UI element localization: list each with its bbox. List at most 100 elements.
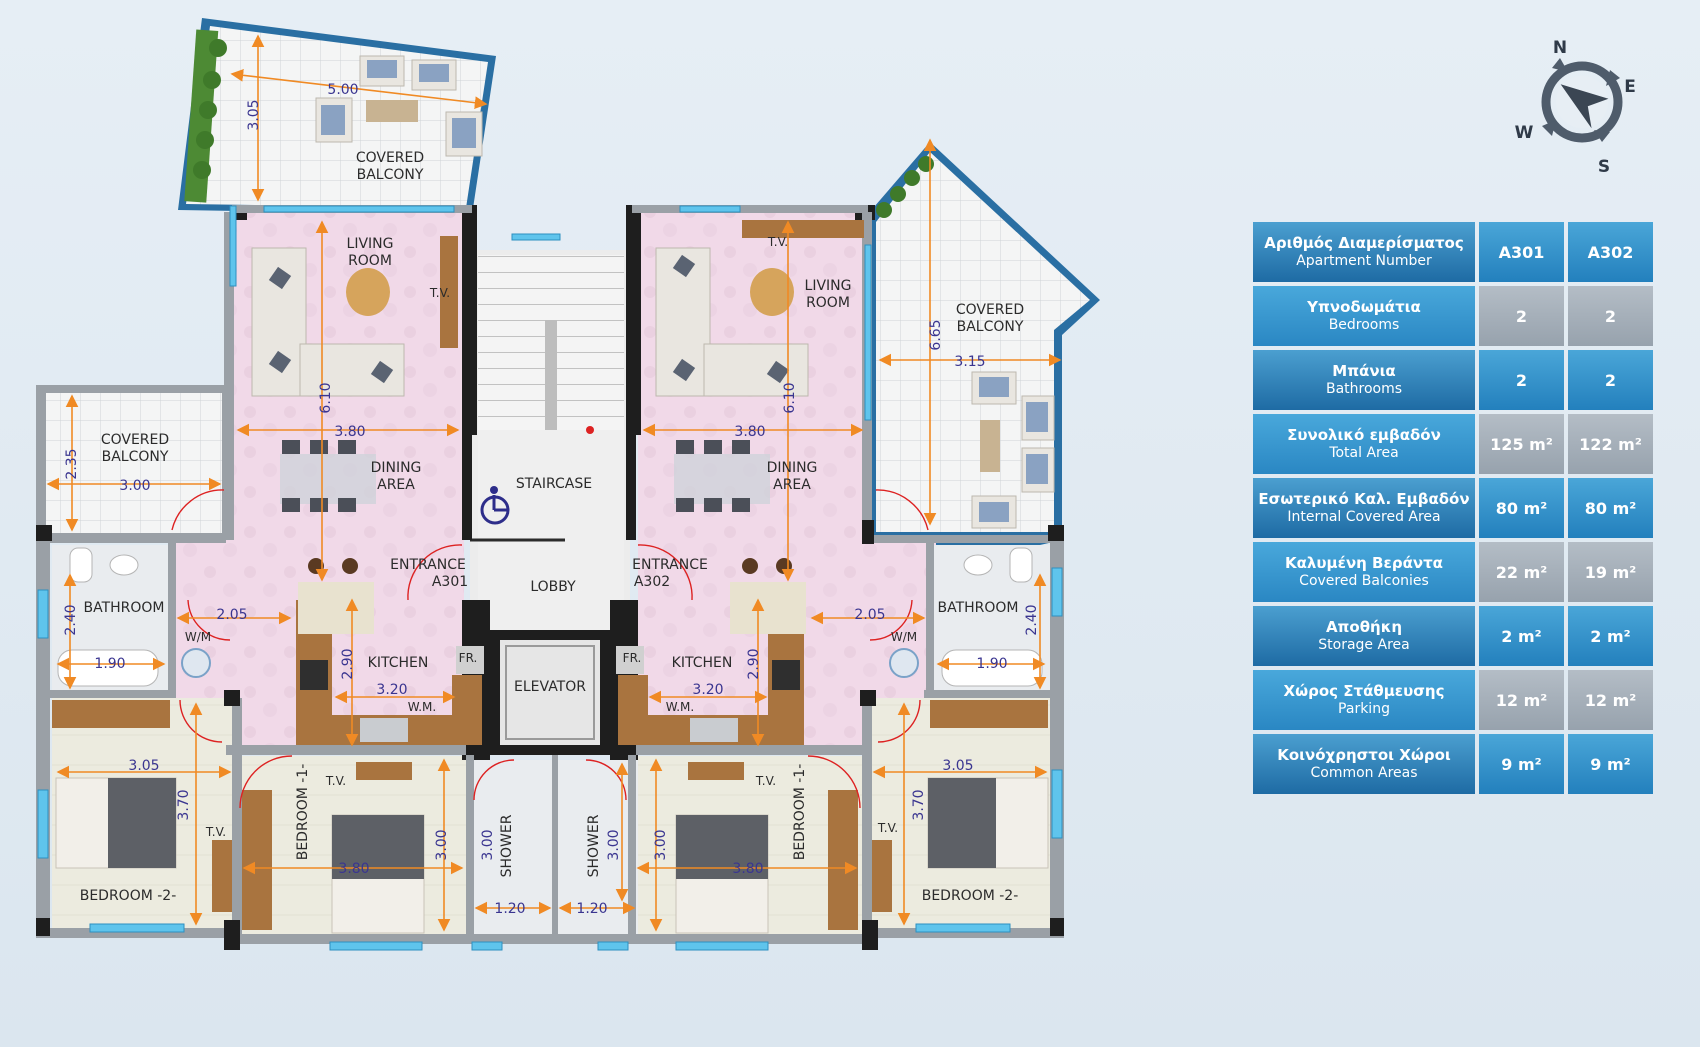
covered-balcony-right-label-2: BALCONY bbox=[957, 319, 1024, 335]
tv-a302-bedroom1-label: T.V. bbox=[755, 774, 776, 788]
dim-a302-living-height: 6.10 bbox=[782, 382, 798, 413]
dim-a301-bed1-height: 3.00 bbox=[434, 829, 450, 860]
elevator-label: ELEVATOR bbox=[514, 679, 586, 695]
value-a302: 2 m² bbox=[1568, 606, 1653, 666]
compass-east: E bbox=[1624, 77, 1636, 97]
dim-a302-corridor: 2.05 bbox=[854, 607, 885, 623]
dining-area-a301-label-1: DINING bbox=[371, 460, 422, 476]
dim-a302-bed2-height: 3.70 bbox=[911, 789, 927, 820]
living-room-a301-label-1: LIVING bbox=[347, 236, 394, 252]
dim-a302-bath-width: 1.90 bbox=[976, 656, 1007, 672]
value-a302: 12 m² bbox=[1568, 670, 1653, 730]
doors bbox=[171, 489, 929, 809]
bedroom-1-a301-label: BEDROOM -1- bbox=[295, 764, 311, 861]
dim-a302-kitchen-height: 2.90 bbox=[746, 648, 762, 679]
compass-south: S bbox=[1598, 157, 1610, 177]
tv-a302-living-label: T.V. bbox=[767, 235, 788, 249]
apartment-spec-table: Αριθμός Διαμερίσματος Apartment Number A… bbox=[1249, 218, 1657, 798]
dim-a302-bed2-width: 3.05 bbox=[942, 758, 973, 774]
row-label-greek: Συνολικό εμβαδόν bbox=[1287, 426, 1441, 444]
row-label-english: Parking bbox=[1338, 701, 1390, 717]
living-room-a302-label-2: ROOM bbox=[806, 295, 850, 311]
row-label-english: Common Areas bbox=[1310, 765, 1418, 781]
entrance-a301-label-1: ENTRANCE bbox=[390, 557, 466, 573]
row-label-english: Internal Covered Area bbox=[1287, 509, 1441, 525]
row-label-greek: Μπάνια bbox=[1332, 362, 1396, 380]
row-label-english: Covered Balconies bbox=[1299, 573, 1429, 589]
dim-a301-bed2-width: 3.05 bbox=[128, 758, 159, 774]
row-label-english: Bathrooms bbox=[1325, 381, 1403, 397]
header-a302: A302 bbox=[1568, 222, 1653, 282]
wm-short-a301-label: W/M bbox=[185, 630, 211, 644]
kitchen-a302-label: KITCHEN bbox=[672, 655, 733, 671]
dim-top-balcony-width: 5.00 bbox=[327, 82, 358, 98]
value-a301: 2 bbox=[1479, 350, 1564, 410]
value-a302: 9 m² bbox=[1568, 734, 1653, 794]
dim-left-balcony-height: 2.35 bbox=[64, 448, 80, 479]
fridge-a301-label: FR. bbox=[459, 651, 478, 665]
value-a302: 80 m² bbox=[1568, 478, 1653, 538]
dim-a302-living-width: 3.80 bbox=[734, 424, 765, 440]
living-room-a302-label-1: LIVING bbox=[805, 278, 852, 294]
shower-a301-label: SHOWER bbox=[499, 814, 515, 877]
tv-a301-bedroom2-label: T.V. bbox=[205, 825, 226, 839]
living-room-a301-label-2: ROOM bbox=[348, 253, 392, 269]
bedroom-2-a302-label: BEDROOM -2- bbox=[922, 888, 1019, 904]
dim-right-balcony-height: 6.65 bbox=[928, 319, 944, 350]
bathroom-a301-label: BATHROOM bbox=[83, 600, 164, 616]
wm-a301-label: W.M. bbox=[408, 700, 436, 714]
entrance-a302-label-1: ENTRANCE bbox=[632, 557, 708, 573]
dim-a301-bath-width: 1.90 bbox=[94, 656, 125, 672]
row-label-greek: Κοινόχρηστοι Χώροι bbox=[1277, 746, 1451, 764]
dim-a301-kitchen-height: 2.90 bbox=[340, 648, 356, 679]
dim-a302-bed1-height: 3.00 bbox=[653, 829, 669, 860]
compass-icon: N E S W bbox=[1515, 38, 1636, 177]
dim-a301-shower-width: 1.20 bbox=[494, 901, 525, 917]
header-a301: A301 bbox=[1479, 222, 1564, 282]
dimension-arrows bbox=[56, 220, 1048, 932]
kitchen-a301-label: KITCHEN bbox=[368, 655, 429, 671]
value-a301: 2 m² bbox=[1479, 606, 1564, 666]
table-header-row: Αριθμός Διαμερίσματος Apartment Number A… bbox=[1253, 222, 1653, 282]
dining-area-a301-label-2: AREA bbox=[377, 477, 415, 493]
dim-a301-bed1-width: 3.80 bbox=[338, 861, 369, 877]
dim-a301-bath-height: 2.40 bbox=[63, 604, 79, 635]
dim-a302-shower-width: 1.20 bbox=[576, 901, 607, 917]
covered-balcony-left-label-2: BALCONY bbox=[102, 449, 169, 465]
row-label-greek: Καλυμένη Βεράντα bbox=[1285, 554, 1443, 572]
wardrobes bbox=[52, 700, 1048, 930]
covered-balcony-top-label-2: BALCONY bbox=[357, 167, 424, 183]
header-label-english: Apartment Number bbox=[1296, 253, 1432, 269]
value-a301: 2 bbox=[1479, 286, 1564, 346]
dining-area-a302-label-1: DINING bbox=[767, 460, 818, 476]
tv-a301-bedroom1-label: T.V. bbox=[325, 774, 346, 788]
dim-a301-living-width: 3.80 bbox=[334, 424, 365, 440]
dim-top-balcony-height: 3.05 bbox=[246, 99, 262, 130]
value-a301: 9 m² bbox=[1479, 734, 1564, 794]
value-a302: 2 bbox=[1568, 286, 1653, 346]
staircase-label: STAIRCASE bbox=[516, 476, 592, 492]
covered-balcony-right-label-1: COVERED bbox=[956, 302, 1024, 318]
dim-a302-bath-height: 2.40 bbox=[1024, 604, 1040, 635]
dim-a301-corridor: 2.05 bbox=[216, 607, 247, 623]
header-label-greek: Αριθμός Διαμερίσματος bbox=[1264, 234, 1464, 252]
lobby-label: LOBBY bbox=[530, 579, 576, 595]
bathroom-a302-label: BATHROOM bbox=[937, 600, 1018, 616]
covered-balcony-top: 5.00 3.05 COVERED BALCONY bbox=[178, 18, 496, 215]
compass-north: N bbox=[1553, 38, 1567, 58]
tv-a302-bedroom2-label: T.V. bbox=[877, 821, 898, 835]
wheelchair-icon bbox=[480, 486, 510, 525]
covered-balcony-left-label-1: COVERED bbox=[101, 432, 169, 448]
bedroom-2-a301-label: BEDROOM -2- bbox=[80, 888, 177, 904]
value-a301: 22 m² bbox=[1479, 542, 1564, 602]
tv-a301-living-label: T.V. bbox=[429, 286, 450, 300]
value-a302: 19 m² bbox=[1568, 542, 1653, 602]
value-a301: 125 m² bbox=[1479, 414, 1564, 474]
